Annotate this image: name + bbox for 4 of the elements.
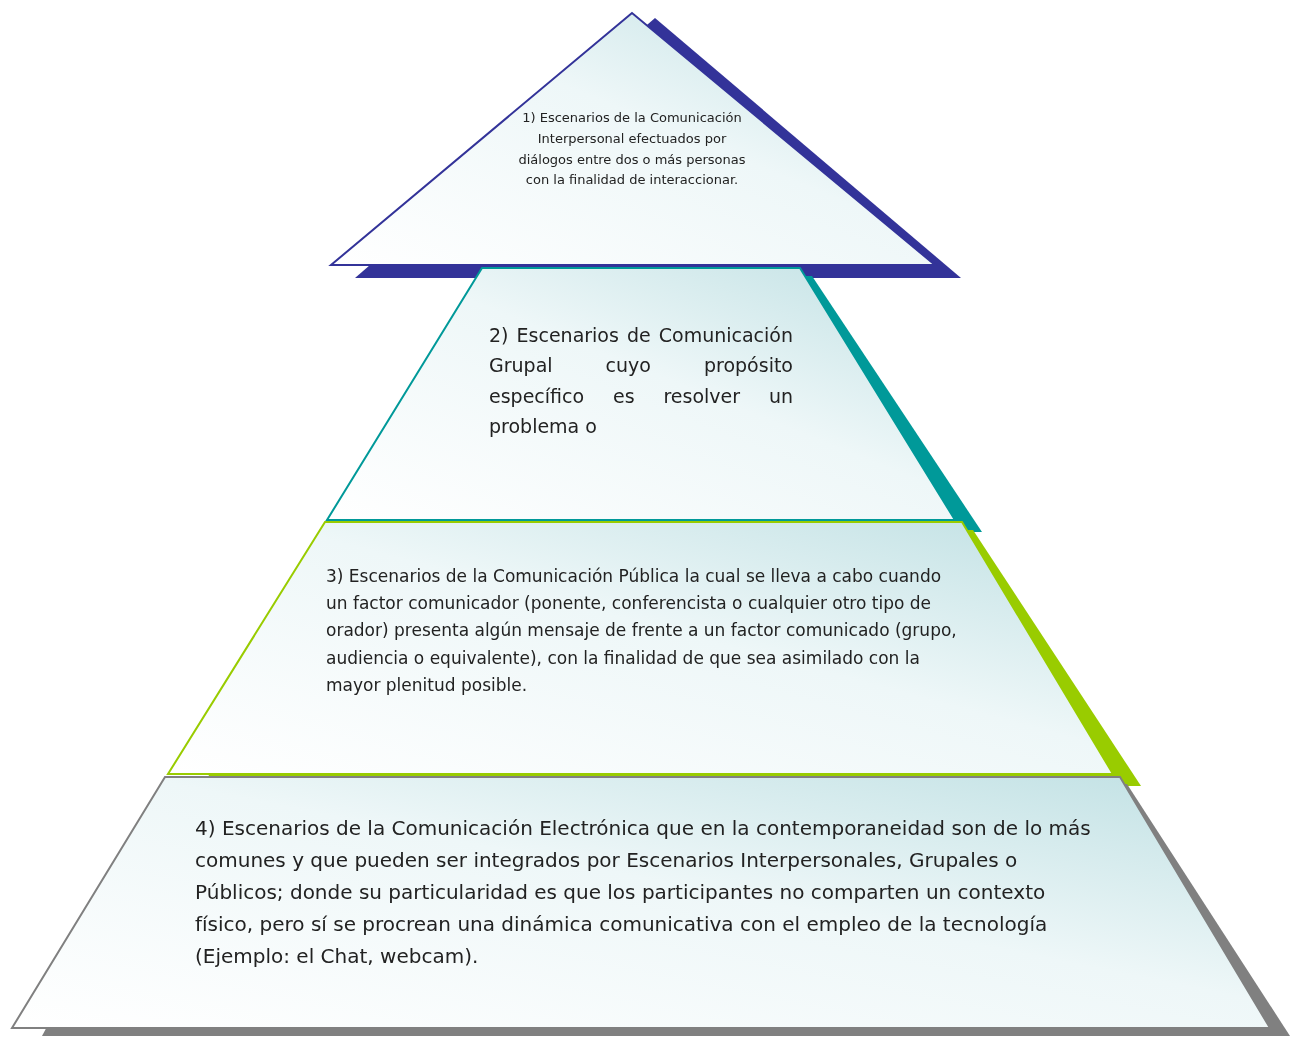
layer-text: 1) Escenarios de la Comunicación Interpersonal efectuados por diálogos entre dos o más personas con la finalidad de interaccionar. xyxy=(517,109,747,190)
layer-text: 3) Escenarios de la Comunicación Pública la cual se lleva a cabo cuando un factor comunicador (ponente, conferencista o cualquier otro tipo de orador) presenta algún mensaje de frente a un factor comunicado (grupo, audiencia o equivalente), con la finalidad de que sea asimilado con la mayor plenitud posible. xyxy=(326,565,958,697)
layer-text: 4) Escenarios de la Comunicación Electrónica que en la contemporaneidad son de lo más comunes y que pueden ser integrados por Escenarios Interpersonales, Grupales o Públicos; donde su particularidad es que los participantes no comparten un contexto físico, pero sí se procrean una dinámica comunicativa con el empleo de la tecnología (Ejemplo: el Chat, webcam). xyxy=(195,815,1092,970)
layer-text: 2) Escenarios de Comunicación Grupal cuyo propósito específico es resolver un problema o xyxy=(489,323,793,440)
